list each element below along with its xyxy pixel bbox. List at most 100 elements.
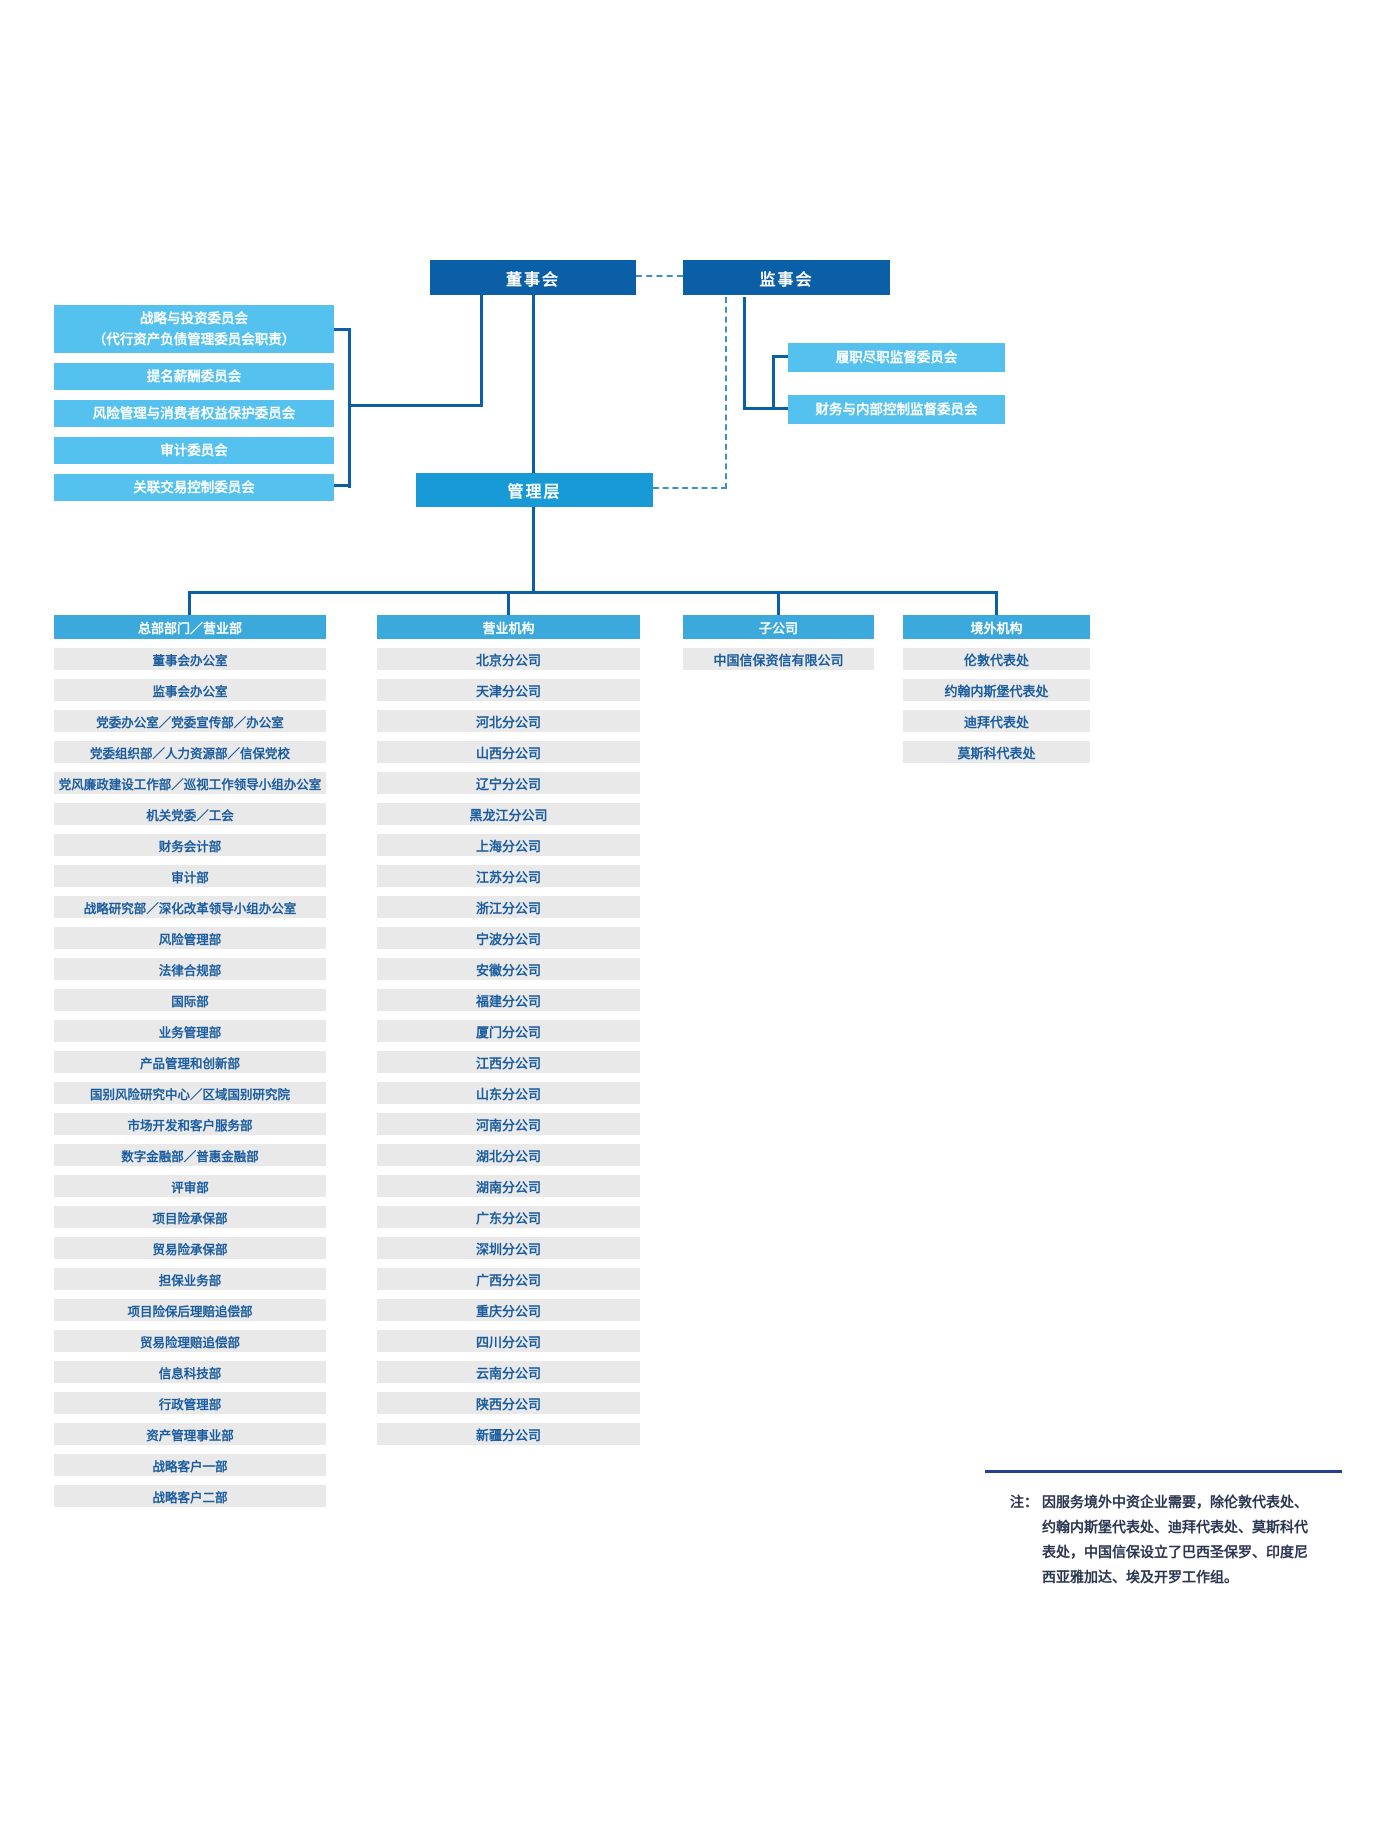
column-overseas: 境外机构 伦敦代表处 约翰内斯堡代表处 迪拜代表处 莫斯科代表处 xyxy=(903,615,1090,772)
list-item: 项目险承保部 xyxy=(54,1206,326,1228)
connector-supervisory-management-dashed-horizontal xyxy=(653,487,727,489)
list-item: 广西分公司 xyxy=(377,1268,640,1290)
note-label: 注： xyxy=(1010,1494,1038,1510)
list-item: 山西分公司 xyxy=(377,741,640,763)
list-item: 山东分公司 xyxy=(377,1082,640,1104)
list-item: 行政管理部 xyxy=(54,1392,326,1414)
board-committee-item: 战略与投资委员会 （代行资产负债管理委员会职责） xyxy=(54,305,334,353)
connector-drop-overseas xyxy=(995,591,998,615)
list-item: 广东分公司 xyxy=(377,1206,640,1228)
connector-drop-subsidiaries xyxy=(777,591,780,615)
list-item: 法律合规部 xyxy=(54,958,326,980)
board-committee-item: 风险管理与消费者权益保护委员会 xyxy=(54,400,334,427)
supervisory-committee-item: 财务与内部控制监督委员会 xyxy=(788,395,1005,424)
list-item: 陕西分公司 xyxy=(377,1392,640,1414)
overseas-list: 伦敦代表处 约翰内斯堡代表处 迪拜代表处 莫斯科代表处 xyxy=(903,648,1090,763)
list-item: 审计部 xyxy=(54,865,326,887)
list-item: 约翰内斯堡代表处 xyxy=(903,679,1090,701)
note-text: 因服务境外中资企业需要，除伦敦代表处、约翰内斯堡代表处、迪拜代表处、莫斯科代表处… xyxy=(1042,1494,1308,1585)
list-item: 机关党委／工会 xyxy=(54,803,326,825)
connector-committee-top-stub xyxy=(334,328,350,331)
list-item: 董事会办公室 xyxy=(54,648,326,670)
list-item: 党委办公室／党委宣传部／办公室 xyxy=(54,710,326,732)
list-item: 辽宁分公司 xyxy=(377,772,640,794)
connector-committees-bracket xyxy=(348,328,351,488)
list-item: 上海分公司 xyxy=(377,834,640,856)
list-item: 担保业务部 xyxy=(54,1268,326,1290)
column-branches: 营业机构 北京分公司 天津分公司 河北分公司 山西分公司 辽宁分公司 黑龙江分公… xyxy=(377,615,640,1454)
column-header-overseas: 境外机构 xyxy=(903,615,1090,639)
connector-committees-elbow xyxy=(349,404,482,407)
list-item: 产品管理和创新部 xyxy=(54,1051,326,1073)
supervisory-committee-item: 履职尽职监督委员会 xyxy=(788,343,1005,372)
list-item: 战略客户一部 xyxy=(54,1454,326,1476)
connector-drop-head-office xyxy=(188,591,191,615)
list-item: 北京分公司 xyxy=(377,648,640,670)
subsidiaries-list: 中国信保资信有限公司 xyxy=(683,648,874,670)
list-item: 信息科技部 xyxy=(54,1361,326,1383)
board-of-directors-box: 董事会 xyxy=(430,260,636,295)
connector-board-supervisory-dashed xyxy=(636,275,683,277)
column-head-office: 总部部门／营业部 董事会办公室 监事会办公室 党委办公室／党委宣传部／办公室 党… xyxy=(54,615,326,1516)
board-committee-item: 关联交易控制委员会 xyxy=(54,474,334,501)
list-item: 厦门分公司 xyxy=(377,1020,640,1042)
column-header-subsidiaries: 子公司 xyxy=(683,615,874,639)
list-item: 湖南分公司 xyxy=(377,1175,640,1197)
list-item: 战略客户二部 xyxy=(54,1485,326,1507)
org-note: 注： 因服务境外中资企业需要，除伦敦代表处、约翰内斯堡代表处、迪拜代表处、莫斯科… xyxy=(1010,1490,1340,1590)
board-committee-item: 提名薪酬委员会 xyxy=(54,363,334,390)
list-item: 财务会计部 xyxy=(54,834,326,856)
list-item: 深圳分公司 xyxy=(377,1237,640,1259)
list-item: 迪拜代表处 xyxy=(903,710,1090,732)
list-item: 四川分公司 xyxy=(377,1330,640,1352)
list-item: 业务管理部 xyxy=(54,1020,326,1042)
list-item: 安徽分公司 xyxy=(377,958,640,980)
list-item: 资产管理事业部 xyxy=(54,1423,326,1445)
board-committee-item: 审计委员会 xyxy=(54,437,334,464)
connector-committee-bottom-stub xyxy=(334,484,350,487)
note-divider xyxy=(985,1470,1342,1473)
connector-distributor xyxy=(189,591,998,594)
list-item: 数字金融部／普惠金融部 xyxy=(54,1144,326,1166)
connector-drop-branches xyxy=(507,591,510,615)
list-item: 重庆分公司 xyxy=(377,1299,640,1321)
connector-supervisory-management-dashed-vertical xyxy=(725,297,727,489)
list-item: 贸易险承保部 xyxy=(54,1237,326,1259)
list-item: 新疆分公司 xyxy=(377,1423,640,1445)
connector-board-to-management xyxy=(532,295,535,473)
head-office-list: 董事会办公室 监事会办公室 党委办公室／党委宣传部／办公室 党委组织部／人力资源… xyxy=(54,648,326,1507)
list-item: 监事会办公室 xyxy=(54,679,326,701)
connector-supervisory-committee2-stub xyxy=(743,407,788,410)
list-item: 浙江分公司 xyxy=(377,896,640,918)
list-item: 云南分公司 xyxy=(377,1361,640,1383)
connector-supervisory-vertical xyxy=(743,297,746,410)
list-item: 国际部 xyxy=(54,989,326,1011)
supervisory-committees: 履职尽职监督委员会 财务与内部控制监督委员会 xyxy=(788,343,1005,447)
connector-supervisory-bracket xyxy=(772,356,775,409)
list-item: 贸易险理赔追偿部 xyxy=(54,1330,326,1352)
supervisory-board-box: 监事会 xyxy=(683,260,890,295)
list-item: 黑龙江分公司 xyxy=(377,803,640,825)
list-item: 国别风险研究中心／区域国别研究院 xyxy=(54,1082,326,1104)
list-item: 宁波分公司 xyxy=(377,927,640,949)
column-subsidiaries: 子公司 中国信保资信有限公司 xyxy=(683,615,874,679)
list-item: 党风廉政建设工作部／巡视工作领导小组办公室 xyxy=(54,772,326,794)
list-item: 莫斯科代表处 xyxy=(903,741,1090,763)
column-header-branches: 营业机构 xyxy=(377,615,640,639)
list-item: 风险管理部 xyxy=(54,927,326,949)
connector-board-to-committees-vertical xyxy=(480,295,483,407)
list-item: 天津分公司 xyxy=(377,679,640,701)
list-item: 党委组织部／人力资源部／信保党校 xyxy=(54,741,326,763)
management-box: 管理层 xyxy=(416,473,653,507)
list-item: 伦敦代表处 xyxy=(903,648,1090,670)
connector-supervisory-committee1-stub xyxy=(772,355,788,358)
list-item: 河南分公司 xyxy=(377,1113,640,1135)
list-item: 福建分公司 xyxy=(377,989,640,1011)
column-header-head-office: 总部部门／营业部 xyxy=(54,615,326,639)
list-item: 江苏分公司 xyxy=(377,865,640,887)
list-item: 市场开发和客户服务部 xyxy=(54,1113,326,1135)
list-item: 中国信保资信有限公司 xyxy=(683,648,874,670)
list-item: 河北分公司 xyxy=(377,710,640,732)
list-item: 战略研究部／深化改革领导小组办公室 xyxy=(54,896,326,918)
